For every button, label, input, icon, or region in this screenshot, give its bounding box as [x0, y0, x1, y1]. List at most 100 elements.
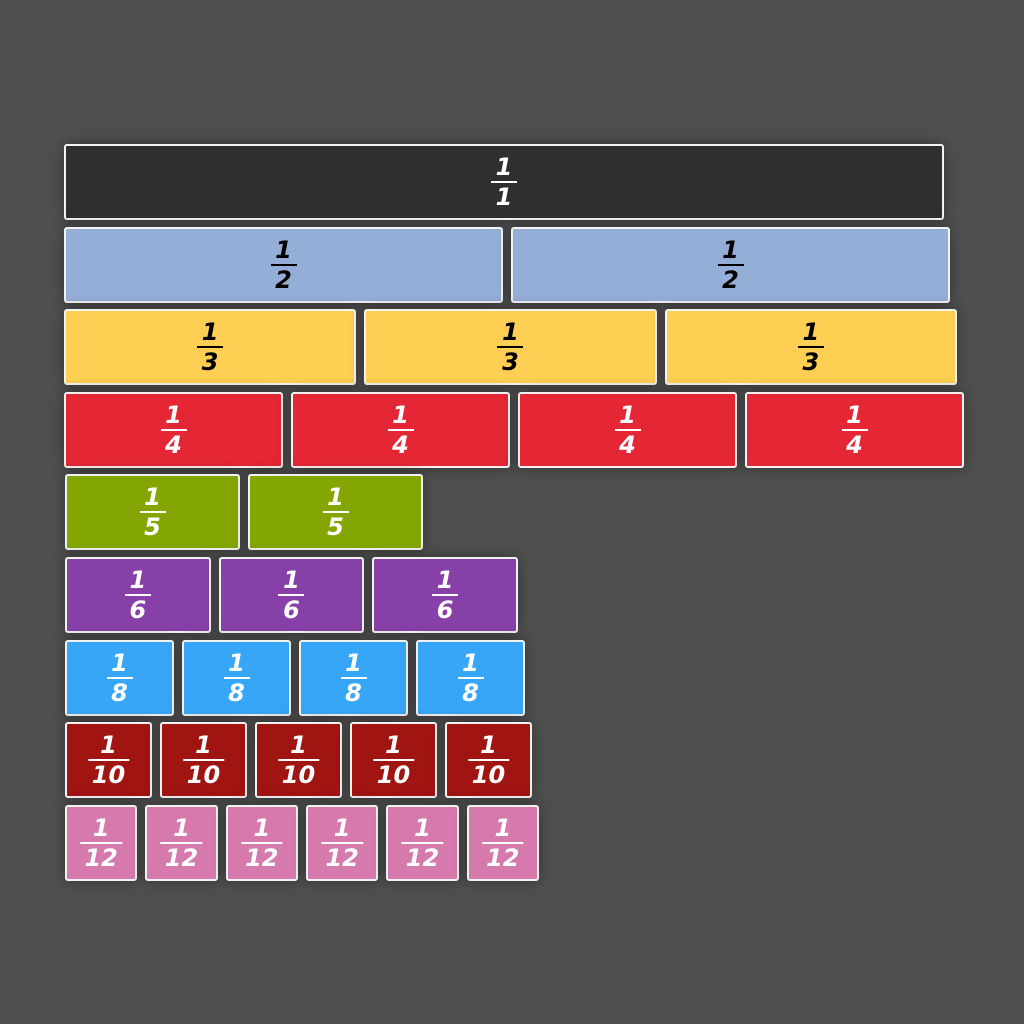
- numerator: 1: [129, 566, 147, 594]
- fraction-bar: [717, 263, 744, 266]
- denominator: 4: [619, 430, 636, 459]
- fraction-bar: [197, 346, 224, 349]
- denominator: 12: [486, 843, 520, 872]
- numerator: 1: [345, 648, 362, 677]
- denominator: 6: [436, 596, 454, 624]
- numerator: 1: [494, 813, 512, 842]
- fraction-bar: [223, 676, 250, 679]
- fraction-bar: [491, 181, 517, 183]
- fraction-bar: [270, 263, 297, 266]
- denominator: 8: [345, 678, 362, 707]
- denominator: 4: [392, 430, 409, 459]
- numerator: 1: [414, 813, 431, 842]
- fraction-bar: [277, 759, 320, 762]
- numerator: 1: [111, 648, 128, 677]
- numerator: 1: [275, 235, 292, 264]
- numerator: 1: [173, 813, 190, 842]
- numerator: 1: [253, 813, 271, 842]
- denominator: 10: [281, 761, 316, 790]
- denominator: 12: [325, 843, 359, 872]
- denominator: 5: [144, 513, 161, 542]
- fraction-bar: [432, 594, 459, 596]
- fraction-bar: [160, 428, 187, 431]
- numerator: 1: [100, 731, 117, 760]
- numerator: 1: [462, 648, 479, 677]
- denominator: 10: [376, 761, 411, 790]
- fraction-bar: [139, 511, 166, 514]
- fraction-bar: [278, 594, 305, 596]
- fraction-bar: [87, 759, 130, 762]
- numerator: 1: [333, 813, 351, 842]
- denominator: 4: [846, 430, 863, 459]
- numerator: 1: [283, 566, 300, 594]
- fraction-bar: [497, 346, 524, 349]
- denominator: 10: [471, 761, 506, 790]
- denominator: 2: [722, 265, 739, 294]
- denominator: 10: [91, 761, 126, 790]
- fraction-bar: [241, 841, 283, 844]
- fraction-bar: [614, 428, 641, 431]
- numerator: 1: [802, 318, 820, 347]
- fraction-bar: [106, 676, 133, 679]
- fraction-bar: [482, 841, 524, 844]
- fraction-bar: [457, 676, 484, 679]
- fraction-bar: [372, 759, 415, 762]
- denominator: 8: [462, 678, 479, 707]
- numerator: 1: [722, 235, 739, 264]
- denominator: 3: [802, 348, 820, 377]
- fraction-bar: [387, 428, 414, 431]
- denominator: 4: [165, 430, 182, 459]
- denominator: 8: [228, 678, 245, 707]
- fraction-bar: [401, 841, 444, 844]
- denominator: 6: [283, 596, 300, 624]
- numerator: 1: [165, 400, 182, 429]
- numerator: 1: [195, 731, 212, 760]
